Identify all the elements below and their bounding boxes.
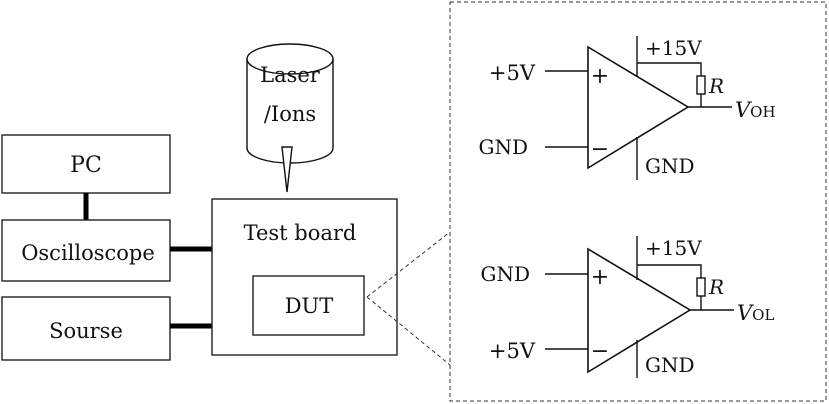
pc-label: PC bbox=[70, 153, 102, 178]
opamp-low-minus-input-label: +5V bbox=[489, 339, 536, 363]
opamp-low-triangle bbox=[587, 247, 692, 374]
oscilloscope-label: Oscilloscope bbox=[21, 241, 155, 265]
test-board-label: Test board bbox=[244, 221, 357, 245]
pullup-resistor-low-icon bbox=[696, 277, 706, 297]
laser-label-line1: Laser bbox=[260, 63, 321, 87]
output-high-label: VOH bbox=[735, 98, 776, 122]
source-label: Sourse bbox=[49, 319, 123, 343]
output-high-main: V bbox=[735, 98, 752, 122]
output-low-label: VOL bbox=[737, 301, 774, 325]
oscilloscope-block: Oscilloscope bbox=[1, 219, 171, 282]
pullup-high-top-wire bbox=[637, 62, 702, 76]
output-low-main: V bbox=[737, 301, 754, 325]
source-block: Sourse bbox=[1, 296, 171, 361]
opamp-high-supply-label: +15V bbox=[645, 36, 702, 60]
pullup-resistor-high-icon bbox=[696, 75, 706, 95]
opamp-high-plus-input-label: +5V bbox=[489, 61, 536, 85]
opamp-high-triangle bbox=[587, 45, 690, 170]
pc-block: PC bbox=[1, 134, 171, 194]
resistor-low-label: R bbox=[708, 275, 724, 299]
beam-arrow-icon bbox=[281, 146, 293, 193]
dut-box bbox=[252, 275, 365, 336]
opamp-high-plus-sign: + bbox=[591, 64, 609, 89]
output-low-subscript: OL bbox=[752, 306, 774, 324]
oscilloscope-box bbox=[1, 219, 171, 282]
source-box bbox=[1, 296, 171, 361]
zoom-line-top bbox=[366, 231, 451, 298]
opamp-low-plus-input-label: GND bbox=[480, 262, 530, 286]
opamp-low-ground-label: GND bbox=[645, 353, 695, 377]
opamp-high-ground-label: GND bbox=[645, 154, 695, 178]
comparator-high: + − +5V GND +15V GND R VOH bbox=[478, 36, 776, 180]
test-board-block: Test board DUT bbox=[211, 198, 398, 356]
opamp-high-minus-input-label: GND bbox=[478, 135, 528, 159]
zoom-line-bottom bbox=[366, 296, 451, 366]
resistor-high-label: R bbox=[708, 74, 724, 98]
pullup-low-top-wire bbox=[637, 264, 702, 278]
opamp-low-supply-label: +15V bbox=[645, 236, 702, 260]
dut-detail-panel bbox=[449, 1, 827, 402]
laser-cylinder-top bbox=[246, 43, 334, 75]
pc-box bbox=[1, 134, 171, 194]
comparator-low: + − GND +5V +15V GND R VOL bbox=[480, 236, 774, 378]
opamp-high-minus-sign: − bbox=[591, 137, 609, 162]
opamp-low-plus-sign: + bbox=[591, 265, 609, 290]
laser-ions-source: Laser /Ions bbox=[246, 43, 334, 193]
laser-label-line2: /Ions bbox=[264, 102, 316, 126]
dut-label: DUT bbox=[285, 294, 334, 318]
opamp-low-minus-sign: − bbox=[591, 339, 609, 364]
output-high-subscript: OH bbox=[750, 103, 775, 121]
